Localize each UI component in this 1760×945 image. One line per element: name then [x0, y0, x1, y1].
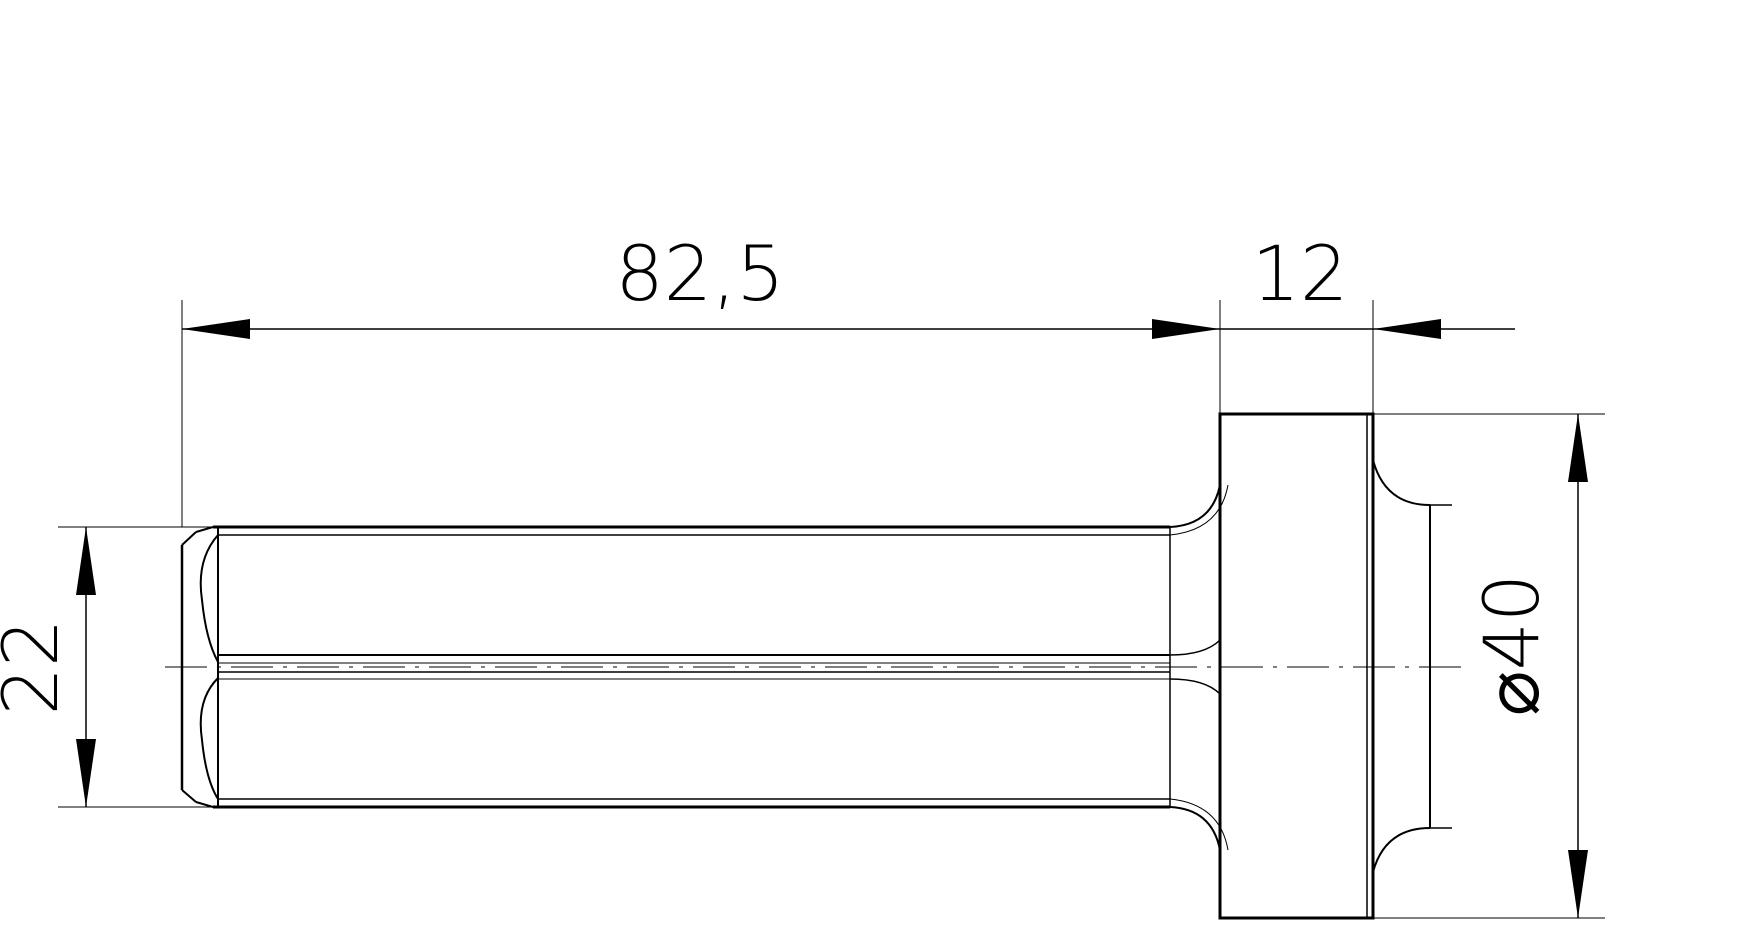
flange	[1218, 412, 1375, 920]
dimension-label-shaft-length: 82,5	[615, 229, 784, 318]
dimension-shaft-diameter: 22	[0, 526, 213, 808]
dimension-flange-diameter: ⌀40	[1373, 413, 1605, 919]
dimension-label-flange-thickness: 12	[1252, 229, 1349, 318]
dimension-label-shaft-diameter: 22	[0, 619, 75, 716]
shaft	[213, 525, 1171, 809]
fillets	[1169, 459, 1452, 873]
dimension-flange-thickness: 12	[1220, 229, 1515, 414]
dimension-shaft-length: 82,5	[181, 229, 1221, 527]
dimension-label-flange-diameter: ⌀40	[1467, 574, 1556, 716]
